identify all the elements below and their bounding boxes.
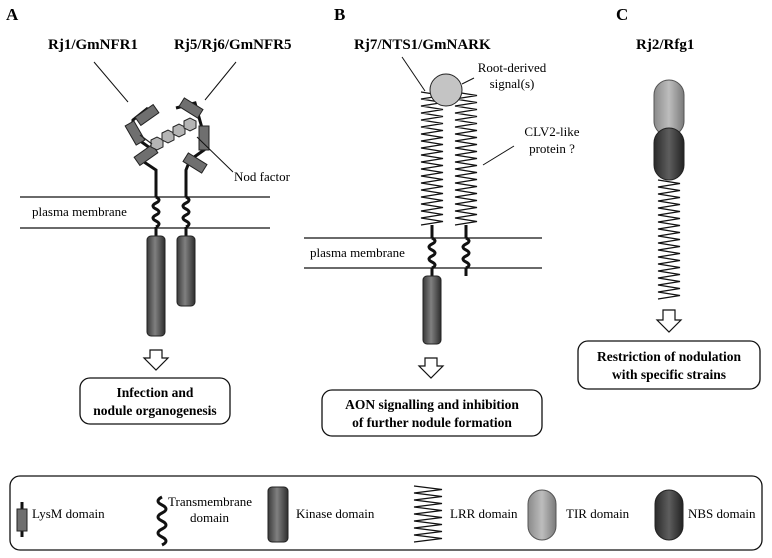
legend-kinase-label: Kinase domain bbox=[296, 506, 375, 521]
panel-a-outcome-line1: Infection and bbox=[117, 385, 194, 400]
rj1-transmembrane bbox=[151, 195, 161, 229]
nod-factor-ring-3 bbox=[172, 123, 186, 138]
panel-a-outcome-line2: nodule organogenesis bbox=[93, 403, 216, 418]
nod-factor-tail bbox=[139, 134, 153, 145]
rj7-lrr-domain bbox=[420, 91, 444, 226]
panel-a: A Rj1/GmNFR1 Rj5/Rj6/GmNFR5 plasma membr… bbox=[6, 5, 291, 425]
rj7-kinase-domain bbox=[422, 275, 442, 345]
panel-a-outcome-box bbox=[79, 377, 231, 425]
nod-factor-ring-1 bbox=[150, 136, 164, 151]
legend-nbs-icon bbox=[654, 489, 684, 541]
panel-c-arrow bbox=[655, 309, 683, 333]
panel-b: B Rj7/NTS1/GmNARK plasma membrane Root-d… bbox=[304, 5, 580, 437]
rj1-lysm-domain-2 bbox=[124, 120, 146, 146]
nod-factor-ring-2 bbox=[161, 129, 175, 144]
signal-label-line1: Root-derived bbox=[478, 60, 547, 75]
legend-kinase-icon bbox=[267, 486, 289, 543]
clv2-label-line2: protein ? bbox=[529, 141, 575, 156]
receptor-rj1-label: Rj1/GmNFR1 bbox=[48, 37, 138, 53]
rj1-kinase-domain bbox=[146, 235, 166, 337]
legend-tm-label-line1: Transmembrane bbox=[168, 494, 252, 509]
rj1-receptor bbox=[124, 103, 166, 337]
panel-b-outcome-line1: AON signalling and inhibition bbox=[345, 397, 519, 412]
rj5-pointer-line bbox=[204, 61, 237, 101]
panel-c-outcome-line2: with specific strains bbox=[612, 367, 726, 382]
panel-a-arrow bbox=[142, 349, 170, 371]
clv2-pointer-line bbox=[482, 145, 515, 166]
membrane-b-label: plasma membrane bbox=[310, 245, 405, 260]
panel-c-letter: C bbox=[616, 5, 628, 24]
clv2-transmembrane bbox=[461, 236, 471, 270]
legend-lrr-icon bbox=[413, 485, 443, 543]
rj5-receptor bbox=[175, 97, 210, 307]
legend-box bbox=[9, 475, 763, 551]
panel-b-arrow bbox=[417, 357, 445, 379]
rj5-lysm-domain-2 bbox=[198, 125, 210, 151]
rj5-transmembrane bbox=[181, 195, 191, 229]
nod-factor-pointer-line bbox=[196, 136, 234, 173]
signal-label-line2: signal(s) bbox=[490, 76, 535, 91]
legend-tir-label: TIR domain bbox=[566, 506, 630, 521]
receptor-rj5-label: Rj5/Rj6/GmNFR5 bbox=[174, 37, 291, 53]
membrane-a-label: plasma membrane bbox=[32, 204, 127, 219]
panel-a-letter: A bbox=[6, 5, 19, 24]
rj2-nbs-domain bbox=[653, 127, 685, 181]
panel-b-letter: B bbox=[334, 5, 345, 24]
rj1-pointer-line bbox=[93, 61, 129, 103]
legend-transmembrane-icon bbox=[156, 495, 168, 547]
legend-tir-icon bbox=[527, 489, 557, 541]
rj5-kinase-domain bbox=[176, 235, 196, 307]
panel-c-outcome-box bbox=[577, 340, 761, 390]
legend-lysm-icon bbox=[16, 508, 28, 532]
clv2-label-line1: CLV2-like bbox=[524, 124, 579, 139]
nod-factor-ring-4 bbox=[183, 117, 197, 132]
panel-b-outcome-line2: of further nodule formation bbox=[352, 415, 512, 430]
legend-lysm-label: LysM domain bbox=[32, 506, 105, 521]
nod-factor-label: Nod factor bbox=[234, 169, 291, 184]
rj5-lysm-domain-3 bbox=[182, 152, 208, 174]
signal-pointer-line bbox=[461, 77, 475, 85]
receptor-rj2-label: Rj2/Rfg1 bbox=[636, 37, 694, 53]
panel-c-outcome-line1: Restriction of nodulation bbox=[597, 349, 741, 364]
legend-tm-label-line2: domain bbox=[190, 510, 229, 525]
receptor-rj7-label: Rj7/NTS1/GmNARK bbox=[354, 37, 491, 53]
nod-factor-molecule bbox=[150, 117, 197, 151]
legend-lrr-label: LRR domain bbox=[450, 506, 518, 521]
clv2-lrr-domain bbox=[454, 91, 478, 226]
rj7-pointer-line bbox=[401, 56, 426, 92]
panel-c: C Rj2/Rfg1 Restriction of nodulation wit… bbox=[577, 5, 761, 390]
legend-nbs-label: NBS domain bbox=[688, 506, 756, 521]
panel-b-outcome-box bbox=[321, 389, 543, 437]
rj5-lysm-domain-1 bbox=[178, 97, 204, 119]
rj1-lysm-domain-1 bbox=[134, 103, 160, 127]
root-derived-signal bbox=[429, 73, 463, 107]
rj7-transmembrane bbox=[427, 236, 437, 270]
legend: LysM domain Transmembrane domain Kinase … bbox=[9, 475, 763, 551]
rj2-lrr-domain bbox=[657, 179, 681, 300]
